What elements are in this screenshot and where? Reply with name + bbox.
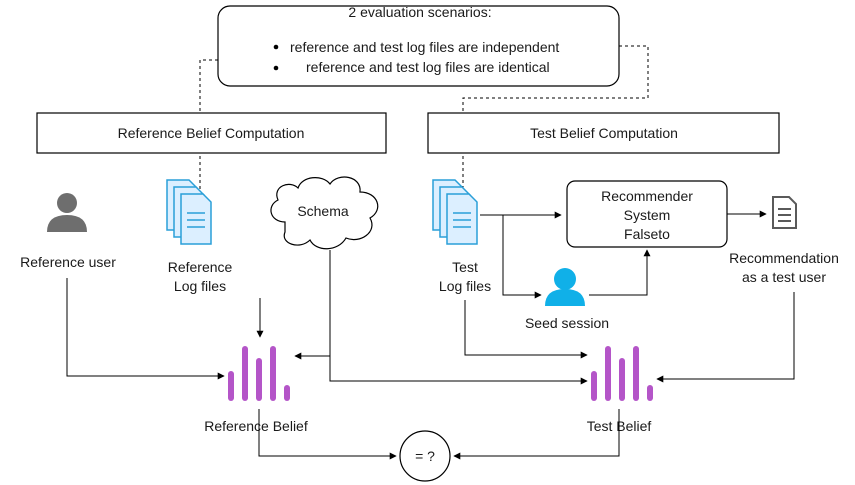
reference-user-icon	[47, 193, 87, 232]
test-computation-label: Test Belief Computation	[530, 125, 678, 141]
seed-session-to-recommender	[589, 249, 651, 296]
scenarios-title: 2 evaluation scenarios:	[348, 4, 491, 20]
recommendation-to-test-belief	[656, 292, 795, 383]
scenario-item-2: reference and test log files are identic…	[306, 59, 550, 75]
seed-session-label: Seed session	[525, 315, 609, 331]
reference-belief-label: Reference Belief	[204, 418, 308, 434]
ref-belief-to-compare	[258, 409, 397, 460]
recommender-label-3: Falseto	[624, 226, 670, 242]
reference-computation-box: Reference Belief Computation	[36, 112, 387, 154]
reference-computation-label: Reference Belief Computation	[118, 125, 305, 141]
test-computation-box: Test Belief Computation	[427, 112, 780, 154]
bullet-icon	[273, 44, 279, 50]
compare-label: = ?	[415, 448, 435, 464]
schema-to-test-belief	[329, 250, 588, 385]
recommendation-label-1: Recommendation	[729, 250, 839, 266]
scenarios-box: 2 evaluation scenarios: reference and te…	[217, 4, 620, 87]
recommender-box: Recommender System Falseto	[566, 180, 728, 248]
test-logs-label-1: Test	[452, 259, 478, 275]
test-logs-icon	[432, 179, 478, 245]
compare-node: = ?	[399, 430, 451, 482]
test-logs-to-test-belief	[464, 300, 588, 359]
schema-cloud-shape: Schema	[270, 176, 379, 250]
scenario-to-reference-logs	[196, 59, 218, 219]
reference-logs-icon	[166, 179, 212, 245]
scenario-item-1: reference and test log files are indepen…	[290, 39, 559, 55]
recommendation-label-2: as a test user	[742, 269, 826, 285]
ref-user-to-ref-belief	[66, 278, 225, 380]
test-logs-to-seed-session	[502, 215, 542, 299]
recommender-label-1: Recommender	[601, 188, 693, 204]
recommender-label-2: System	[624, 207, 671, 223]
bullet-icon	[273, 65, 279, 71]
reference-logs-label-1: Reference	[168, 259, 233, 275]
reference-user-label: Reference user	[20, 254, 116, 270]
seed-session-user-icon	[545, 268, 585, 306]
test-belief-to-compare	[453, 409, 620, 460]
reference-logs-label-2: Log files	[174, 278, 226, 294]
test-logs-label-2: Log files	[439, 278, 491, 294]
schema-label: Schema	[297, 203, 349, 219]
test-belief-chart-icon	[591, 346, 653, 401]
recommendation-document-icon	[772, 196, 797, 229]
reference-belief-chart-icon	[228, 346, 290, 401]
flow-connectors	[66, 210, 795, 460]
